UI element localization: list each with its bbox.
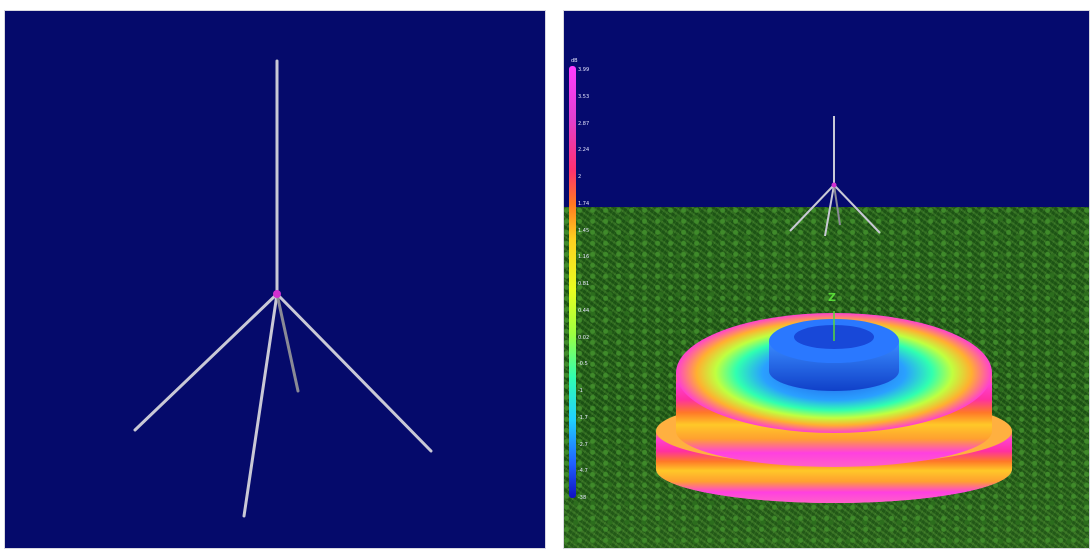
scale-tick-label: -4.7 — [578, 468, 588, 475]
scale-tick-label: 3.99 — [578, 67, 590, 73]
pattern-scene — [656, 116, 1012, 503]
scale-tick-label: -2.7 — [578, 441, 588, 448]
scale-tick-label: -38 — [578, 495, 587, 501]
antenna-3d-model — [789, 116, 881, 237]
scale-tick-label: 2 — [578, 174, 582, 180]
radial-front — [242, 292, 279, 518]
sky-background — [564, 11, 1089, 207]
scale-tick-label: 0.81 — [578, 281, 590, 287]
scale-tick-label: -1 — [578, 388, 583, 394]
feed-point-marker — [273, 290, 281, 298]
radiation-pattern-view: dB 3.99 3.53 2.87 2.24 2 1.74 1.45 1.16 0.81 0.44… — [563, 10, 1090, 549]
scale-tick-label: -0.5 — [578, 361, 588, 368]
radial-back — [275, 292, 300, 393]
scale-tick-label: 1.74 — [578, 200, 590, 207]
scale-tick-label: 1.16 — [578, 254, 590, 261]
scale-tick-label: -1.7 — [578, 414, 588, 421]
scale-tick-label: 0.44 — [578, 307, 590, 314]
scale-tick-label: 2.87 — [578, 120, 590, 127]
radiation-pattern-solid — [656, 311, 1012, 503]
scale-tick-label: 2.24 — [578, 147, 590, 154]
scale-tick-label: 0.02 — [578, 334, 590, 341]
antenna-model-view — [4, 10, 546, 549]
color-scale-bar — [569, 66, 576, 498]
antenna-wireframe — [133, 59, 433, 518]
z-axis-label: Z — [828, 291, 836, 304]
radial-right — [275, 292, 433, 453]
scale-tick-label: 1.45 — [578, 227, 590, 234]
radial-left — [133, 292, 279, 432]
scale-unit-label: dB — [571, 58, 578, 64]
scale-tick-label: 3.53 — [578, 93, 590, 100]
